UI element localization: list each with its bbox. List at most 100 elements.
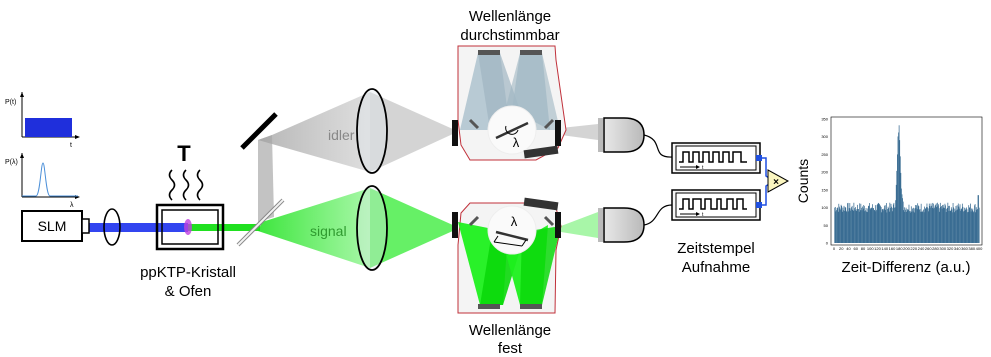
- histogram-bar: [909, 211, 910, 243]
- histogram-bar: [931, 207, 933, 243]
- pulse-spectrum-plot: P(λ) λ: [5, 153, 80, 209]
- histogram-bar: [848, 211, 850, 243]
- histogram-bar: [892, 211, 894, 243]
- histogram-bar: [889, 202, 891, 243]
- histogram-xtick: 0: [833, 246, 836, 251]
- histogram-bar: [910, 212, 912, 243]
- histogram-bar: [854, 210, 856, 243]
- histogram-bar: [882, 208, 884, 243]
- histogram-bar: [971, 208, 972, 243]
- histogram-bar: [839, 206, 840, 243]
- histogram-bar: [958, 206, 960, 243]
- histogram-bar: [976, 209, 978, 243]
- histogram-bar: [895, 184, 897, 243]
- histogram-bar: [909, 210, 911, 243]
- histogram-bar: [846, 212, 848, 243]
- histogram-ytick: 200: [821, 170, 828, 175]
- histogram-bar: [858, 209, 859, 243]
- histogram-xtick: 260: [925, 246, 932, 251]
- histogram-xtick: 280: [932, 246, 939, 251]
- histogram-bar: [928, 211, 930, 243]
- histogram-bar: [956, 210, 957, 243]
- histogram-bar: [888, 211, 890, 243]
- histogram-bar: [837, 211, 839, 243]
- histogram-bar: [870, 207, 872, 243]
- histogram-bar: [854, 208, 855, 243]
- histogram-bar: [924, 206, 926, 243]
- histogram-bar: [896, 170, 898, 243]
- signal-lens: [356, 185, 388, 271]
- histogram-bar: [964, 210, 966, 243]
- histogram-bar: [870, 208, 872, 243]
- histogram-bar: [869, 209, 871, 243]
- histogram-bar: [853, 202, 855, 243]
- signal-detector: [598, 207, 645, 243]
- histogram-bar: [887, 206, 889, 243]
- histogram-bar: [943, 208, 945, 243]
- tunable-lambda-symbol: λ: [513, 135, 520, 150]
- histogram-bar: [908, 209, 909, 243]
- histogram-bar: [943, 207, 945, 243]
- histogram-bar: [974, 204, 976, 243]
- histogram-bar: [959, 204, 961, 243]
- histogram-bar: [893, 202, 895, 243]
- histogram-bar: [879, 205, 881, 243]
- histogram-bar: [940, 207, 942, 243]
- histogram-bar: [841, 211, 843, 243]
- histogram-bar: [936, 207, 938, 243]
- histogram-bar: [872, 208, 874, 243]
- histogram-bar: [957, 209, 959, 243]
- histogram-bar: [946, 208, 948, 243]
- histogram-bar: [945, 205, 946, 243]
- histogram-bar: [859, 210, 861, 243]
- histogram-bar: [932, 202, 934, 243]
- histogram-bar: [866, 211, 868, 243]
- histogram-xtick: 360: [961, 246, 968, 251]
- histogram-bar: [845, 210, 847, 243]
- histogram-bar: [903, 207, 905, 243]
- histogram-bar: [922, 210, 924, 243]
- histogram-xtick: 220: [910, 246, 917, 251]
- fixed-monochromator: λ: [452, 197, 562, 314]
- histogram-bar: [872, 204, 873, 243]
- multiply-symbol: ×: [773, 177, 779, 188]
- histogram-bar: [942, 205, 943, 243]
- histogram-bar: [899, 156, 901, 243]
- histogram-bar: [937, 202, 938, 243]
- histogram-bar: [926, 207, 927, 243]
- histogram-bar: [955, 206, 957, 243]
- histogram-bar: [880, 206, 881, 243]
- histogram-bar: [884, 205, 886, 243]
- histogram-bar: [952, 203, 954, 243]
- histogram-bar: [865, 208, 867, 243]
- histogram-bar: [930, 207, 931, 243]
- histogram-bar: [875, 211, 877, 243]
- histogram-bar: [951, 209, 953, 243]
- histogram-ytick: 250: [821, 152, 828, 157]
- spectrum-curve: [22, 162, 78, 197]
- histogram-bar: [883, 208, 885, 243]
- histogram-bar: [915, 208, 917, 243]
- histogram-bar: [970, 211, 972, 243]
- histogram-bar: [890, 208, 891, 243]
- time-plot-xlabel: t: [70, 142, 72, 149]
- histogram-bar: [834, 206, 836, 243]
- histogram-bar: [856, 211, 858, 243]
- histogram-xlabel: Zeit-Differenz (a.u.): [842, 259, 971, 276]
- histogram-bar: [895, 200, 897, 243]
- histogram-bar: [912, 211, 914, 243]
- histogram-bar: [961, 208, 963, 243]
- histogram-bar: [946, 207, 948, 243]
- histogram-bar: [920, 211, 921, 243]
- histogram-bar: [840, 209, 841, 243]
- histogram-bar: [880, 207, 882, 243]
- histogram-bar: [899, 140, 901, 243]
- histogram-bar: [901, 194, 903, 243]
- signal-cable: [643, 204, 673, 226]
- histogram-bar: [897, 154, 898, 243]
- histogram-xtick: 320: [947, 246, 954, 251]
- histogram-bar: [890, 203, 892, 243]
- histogram-bar: [968, 208, 970, 243]
- time-tagger-bottom: t: [671, 189, 761, 221]
- histogram-bar: [973, 211, 975, 243]
